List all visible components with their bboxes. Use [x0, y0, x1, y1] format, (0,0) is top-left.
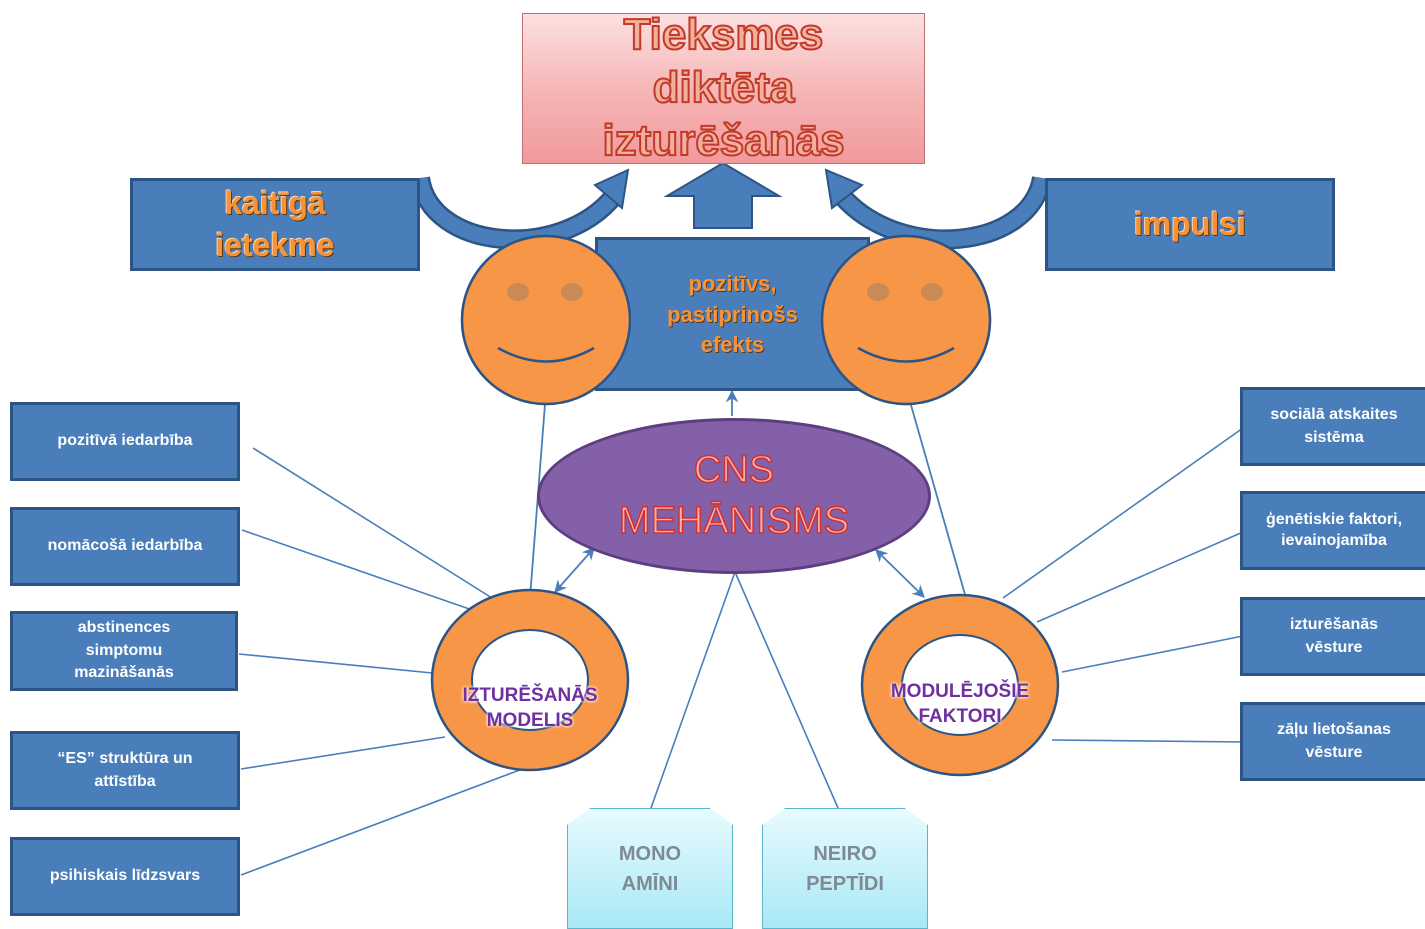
- right-curved-arrow: [824, 168, 1052, 250]
- neuropeptides-tab: NEIRO PEPTĪDI: [762, 808, 928, 929]
- right-factor-box: ģenētiskie faktori, ievainojamība: [1240, 491, 1425, 570]
- impulses-label: impulsi: [1133, 205, 1246, 242]
- left-factor-box: “ES” struktūra un attīstība: [10, 731, 240, 810]
- left-factor-box: nomācošā iedarbība: [10, 507, 240, 586]
- impulses-box: impulsi: [1045, 178, 1335, 271]
- left-factor-box: psihiskais līdzsvars: [10, 837, 240, 916]
- positive-effect-text: pozitīvs, pastiprinošs efekts: [667, 270, 798, 358]
- modulating-factors-label: MODULĒJOŠIE FAKTORI: [890, 681, 1030, 727]
- goal-box: Tieksmes diktēta izturēšanās: [522, 9, 925, 166]
- right-factor-label: ģenētiskie faktori, ievainojamība: [1265, 510, 1403, 549]
- neuropeptides-label: NEIRO PEPTĪDI: [806, 842, 884, 895]
- left-connectors: [238, 447, 526, 876]
- left-factor-box: abstinences simptomu mazināšanās: [10, 611, 238, 691]
- cns-mechanism: CNS MEHĀNISMS: [537, 418, 931, 574]
- left-factor-label: pozitīvā iedarbība: [57, 432, 193, 450]
- left-factor-label: abstinences simptomu mazināšanās: [74, 619, 174, 682]
- monoamines-label: MONO AMĪNI: [618, 842, 682, 895]
- up-block-arrow: [663, 161, 783, 229]
- left-factor-label: psihiskais līdzsvars: [49, 867, 201, 885]
- left-curved-arrow: [410, 168, 630, 250]
- right-factor-box: zāļu lietošanas vēsture: [1240, 702, 1425, 781]
- monoamines-tab: MONO AMĪNI: [567, 808, 733, 929]
- left-factor-label: nomācošā iedarbība: [47, 537, 203, 555]
- right-factor-box: izturēšanās vēsture: [1240, 597, 1425, 676]
- left-factor-label: “ES” struktūra un attīstība: [57, 750, 193, 790]
- harmful-influence-box: kaitīgā ietekme: [130, 178, 420, 271]
- cns-label: CNS MEHĀNISMS: [618, 448, 850, 543]
- right-factor-label: sociālā atskaites sistēma: [1270, 406, 1398, 446]
- left-factor-box: pozitīvā iedarbība: [10, 402, 240, 481]
- right-factor-box: sociālā atskaites sistēma: [1240, 387, 1425, 466]
- behavior-model-label: IZTURĒŠANĀS MODELIS: [462, 685, 598, 731]
- left-ring-shape: [430, 588, 630, 772]
- harmful-influence-label: kaitīgā ietekme: [215, 184, 335, 263]
- cns-to-tabs-lines: [650, 571, 839, 809]
- right-connectors: [1002, 427, 1244, 743]
- right-ring-shape: [860, 593, 1060, 777]
- positive-effect-text-layer: pozitīvs, pastiprinošs efekts: [625, 255, 840, 375]
- goal-title: Tieksmes diktēta izturēšanās: [601, 9, 845, 166]
- right-factor-label: izturēšanās vēsture: [1289, 616, 1379, 656]
- right-factor-label: zāļu lietošanas vēsture: [1277, 721, 1391, 761]
